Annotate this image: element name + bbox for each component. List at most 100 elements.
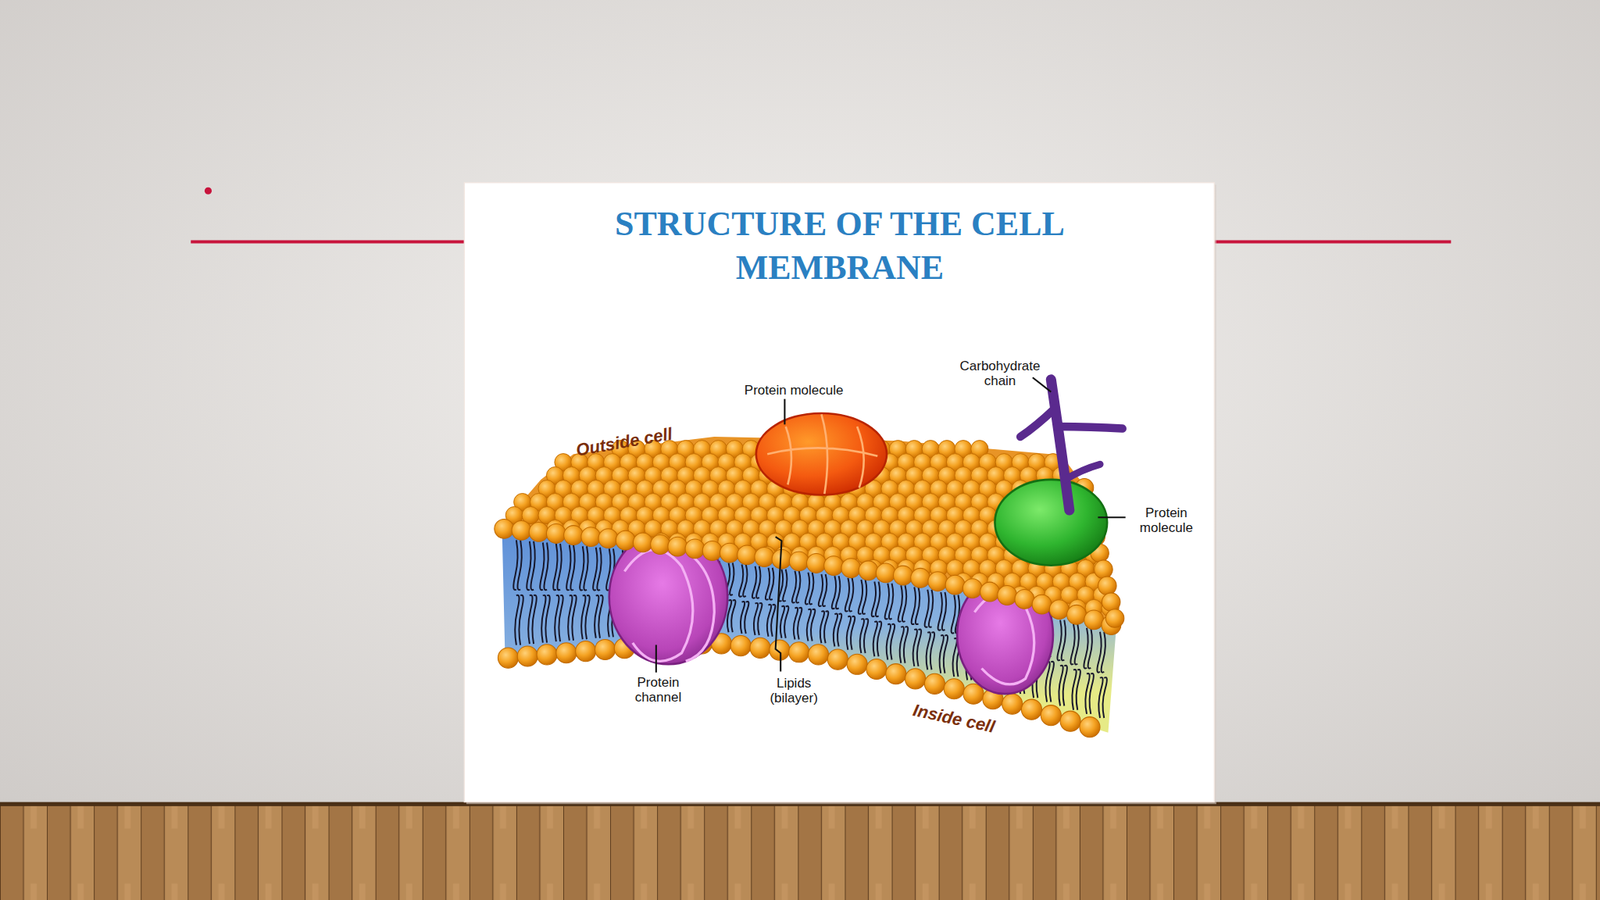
lipid-tail bbox=[850, 616, 855, 650]
lipid-tail bbox=[594, 595, 599, 639]
lipid-head bbox=[667, 536, 688, 557]
lipid-tail bbox=[1089, 673, 1094, 715]
channel-protein-body bbox=[609, 529, 729, 665]
lipid-head bbox=[564, 525, 584, 546]
lipid-tails bbox=[513, 539, 1108, 718]
lipid-tail bbox=[953, 638, 958, 677]
region-label: Outside cell bbox=[575, 424, 675, 460]
lipid-tail bbox=[756, 566, 761, 599]
channel-protein-fold bbox=[624, 550, 693, 662]
lipid-head bbox=[1060, 710, 1081, 732]
lipid-head bbox=[858, 560, 879, 581]
lipid-head bbox=[789, 642, 810, 663]
lipid-head bbox=[866, 658, 887, 679]
lipid-head bbox=[1067, 604, 1087, 625]
region-label: Inside cell bbox=[911, 700, 997, 737]
lipid-tail bbox=[917, 628, 922, 666]
surface-protein-body bbox=[756, 413, 887, 495]
lipid-tail bbox=[1063, 665, 1068, 707]
lipid-tail bbox=[740, 601, 745, 634]
lipid-tail bbox=[1083, 628, 1088, 669]
lipid-tail bbox=[925, 589, 929, 628]
lipid-tail bbox=[767, 604, 772, 637]
lipid-tail bbox=[567, 595, 572, 641]
lipid-head bbox=[1094, 560, 1114, 579]
lipid-tail bbox=[911, 587, 916, 625]
lipid-tail bbox=[915, 587, 920, 625]
lipid-head bbox=[806, 553, 826, 574]
lipid-head bbox=[702, 541, 722, 561]
lipid-head bbox=[575, 641, 597, 662]
lipid-head bbox=[1049, 600, 1069, 620]
carbohydrate-branch bbox=[1065, 464, 1100, 480]
lipid-head bbox=[632, 532, 653, 553]
lipid-head bbox=[556, 642, 577, 664]
lipid-tail bbox=[1058, 665, 1063, 707]
lipid-tail bbox=[1075, 624, 1079, 665]
lipid-tail bbox=[1096, 632, 1101, 673]
lipid-tail bbox=[1085, 673, 1090, 715]
lipid-head bbox=[885, 664, 907, 685]
lipid-tail bbox=[858, 579, 863, 615]
accent-line bbox=[190, 240, 465, 244]
lipid-tail bbox=[528, 595, 533, 644]
carbohydrate-chain bbox=[1050, 379, 1070, 511]
lipid-tail bbox=[554, 595, 559, 642]
lipid-tail bbox=[518, 595, 523, 646]
lipid-tail bbox=[596, 547, 601, 591]
lipid-tail bbox=[545, 595, 550, 643]
accent-line bbox=[1214, 240, 1451, 244]
lipid-head bbox=[1084, 610, 1104, 630]
part-label: Protein molecule bbox=[1127, 505, 1206, 536]
lipid-tail bbox=[913, 628, 918, 666]
lipid-tail bbox=[835, 575, 840, 609]
carbohydrate-branch bbox=[1020, 407, 1055, 437]
lipid-tail bbox=[744, 601, 749, 634]
lipid-tail bbox=[729, 563, 734, 596]
leader-line bbox=[1097, 516, 1125, 518]
lipid-head bbox=[789, 551, 809, 572]
lipid-tail bbox=[889, 583, 893, 620]
lipid-tail bbox=[820, 610, 825, 643]
membrane-illustration bbox=[494, 377, 1126, 737]
lipid-head bbox=[719, 542, 740, 563]
lipid-tail bbox=[898, 585, 903, 622]
lipid-tail bbox=[769, 567, 774, 600]
lipid-head bbox=[1021, 699, 1042, 720]
lipid-tail bbox=[796, 571, 800, 604]
lipid-head bbox=[546, 524, 566, 544]
lipid-tail bbox=[557, 543, 561, 590]
lipid-head bbox=[511, 520, 532, 540]
leader-line bbox=[655, 644, 658, 672]
lipid-head bbox=[962, 578, 983, 599]
lipid-tail bbox=[541, 595, 546, 643]
lipid-head bbox=[924, 673, 945, 694]
lipid-tail bbox=[1057, 620, 1061, 661]
lipid-tail bbox=[938, 592, 943, 631]
lipid-tail bbox=[581, 595, 586, 640]
lipid-tail bbox=[1050, 661, 1054, 703]
lipid-tail bbox=[862, 579, 867, 615]
lipid-head bbox=[1098, 576, 1118, 596]
diagram-title: STRUCTURE OF THE CELL MEMBRANE bbox=[558, 202, 1122, 290]
lipid-head bbox=[943, 678, 965, 700]
lipid-head bbox=[980, 582, 1000, 602]
surface-protein bbox=[756, 413, 887, 495]
lipid-tail bbox=[875, 581, 880, 617]
lipid-head bbox=[841, 558, 861, 579]
lipid-tail bbox=[553, 543, 558, 590]
lipid-tail bbox=[757, 603, 762, 636]
lipid-head bbox=[615, 530, 636, 550]
bullet-dot bbox=[204, 187, 212, 195]
leader-line bbox=[783, 399, 786, 425]
lipid-tail bbox=[583, 546, 588, 590]
lipid-tail bbox=[832, 575, 836, 609]
lipid-tail bbox=[592, 547, 597, 591]
lipid-head bbox=[769, 639, 790, 661]
lipid-tail bbox=[805, 572, 810, 605]
lipid-tail bbox=[833, 613, 838, 647]
lipid-tail bbox=[571, 595, 576, 641]
lipid-head bbox=[598, 528, 618, 549]
lipid-tail bbox=[1098, 677, 1103, 718]
surface-protein-segment bbox=[767, 414, 878, 494]
